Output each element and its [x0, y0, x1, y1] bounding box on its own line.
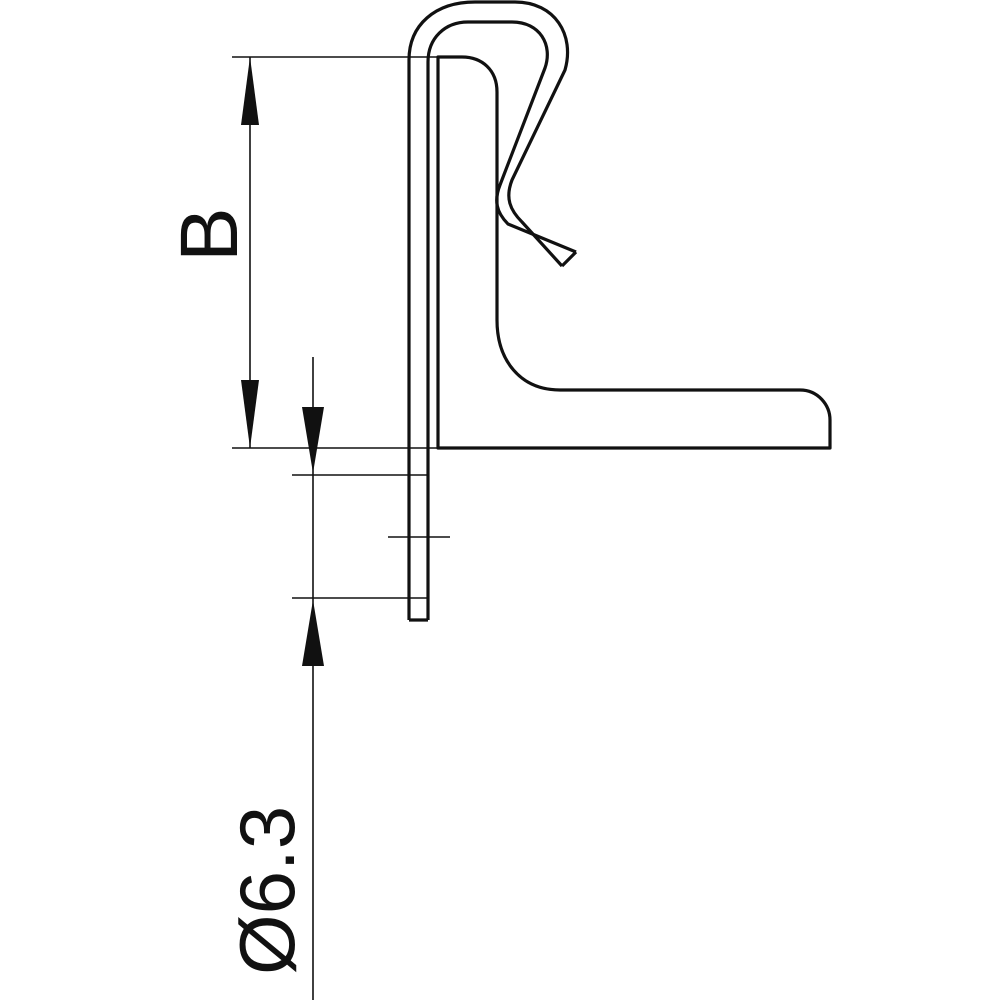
- dimension-label-b: B: [164, 207, 255, 262]
- arrow-up-icon: [241, 57, 259, 125]
- arrow-down-icon: [241, 380, 259, 448]
- arrow-up-icon: [302, 600, 324, 666]
- clip-wire-inner: [426, 20, 577, 620]
- dimension-label-diameter: Ø6.3: [223, 806, 311, 975]
- arrow-down-icon: [302, 407, 324, 473]
- clip-wire-end-cap: [560, 250, 578, 268]
- angle-bracket: [436, 55, 832, 450]
- clip-wire-outer: [407, 0, 570, 620]
